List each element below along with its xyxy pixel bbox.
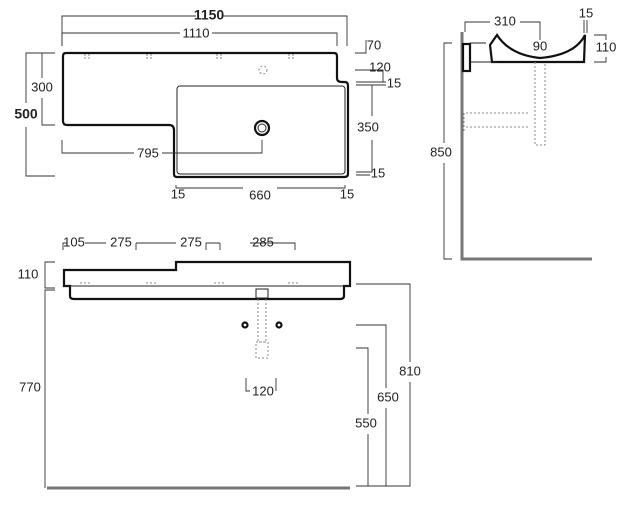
fixing-bolt-icon: [275, 321, 283, 329]
wall-and-floor: [460, 32, 592, 261]
front-view: 105 275 275 285 110 770 810 650 550 120: [18, 234, 421, 490]
dim-thickness: 110: [18, 266, 39, 281]
waste-trap-front: [255, 299, 269, 359]
basin-inner-rim: [176, 85, 346, 175]
dim-waste-height: 550: [355, 415, 377, 430]
dim-width-top: 1110: [183, 25, 210, 40]
waste-fitting: [255, 288, 269, 299]
dim-line-110-front: [44, 261, 55, 289]
fixing-marks: [84, 54, 296, 59]
dim-waste-spacing: 120: [252, 383, 274, 398]
dim-tap-offset: 120: [369, 59, 391, 74]
drain-inner: [257, 123, 267, 133]
dim-mount-height: 850: [430, 144, 452, 159]
dim-basin-depth: 350: [357, 119, 379, 134]
dim-bowl-depth: 90: [533, 38, 547, 53]
dim-drain-offset: 795: [137, 145, 159, 160]
dim-line-120: [245, 378, 277, 392]
dim-line-15: [583, 20, 588, 33]
tap-hole-icon: [258, 65, 268, 75]
basin-profile: [488, 33, 587, 64]
dim-trap-height: 650: [377, 389, 399, 404]
dim-projection: 310: [494, 13, 516, 28]
dim-underside-height: 770: [19, 379, 41, 394]
dim-shelf-step: 70: [367, 37, 381, 52]
top-view: 1150 1110 500 300 795 350 15 15 70 120 6…: [14, 7, 401, 203]
dim-rim-right: 15: [340, 186, 354, 201]
dim-line-650: [356, 324, 387, 486]
fixing-bolt-icon: [241, 321, 249, 329]
dim-line-795: [61, 140, 263, 154]
side-view: 310 15 90 110 850: [430, 5, 617, 261]
dim-line-segments: [62, 242, 296, 250]
dim-rim-back: 15: [387, 75, 401, 90]
dim-seg2: 275: [110, 234, 132, 249]
dim-line-770: [44, 289, 55, 488]
dim-line-310: [464, 21, 541, 40]
dim-line-660: [175, 185, 346, 189]
dim-top-height: 810: [399, 363, 421, 378]
dim-shelf-depth: 300: [31, 79, 53, 94]
dim-line-850: [443, 42, 452, 260]
dim-seg1: 105: [63, 234, 85, 249]
dim-line-70-120: [355, 40, 384, 82]
drain-icon: [253, 119, 271, 137]
dim-side-rim: 15: [579, 5, 593, 20]
dim-line-810: [356, 283, 411, 487]
dim-line-550: [356, 347, 369, 486]
dim-overall-depth: 500: [14, 106, 38, 122]
dim-line-110: [594, 34, 607, 63]
dim-line-1110: [61, 32, 338, 46]
waste-trap-dashed: [463, 62, 546, 146]
profile-lines: [470, 42, 497, 63]
wall-bracket: [461, 42, 472, 73]
dim-line-rims: [356, 81, 386, 176]
dim-seg4: 285: [252, 234, 274, 249]
dim-overall-width: 1150: [194, 7, 225, 23]
vanity-front-outline: [62, 260, 352, 301]
dim-seg3: 275: [180, 234, 202, 249]
dim-rim-front: 15: [371, 165, 385, 180]
vanity-outline-top: [61, 51, 350, 179]
dim-rim-left: 15: [171, 186, 185, 201]
dim-side-height: 110: [596, 39, 617, 54]
dim-line-300: [41, 52, 55, 126]
dim-basin-width: 660: [249, 187, 271, 202]
